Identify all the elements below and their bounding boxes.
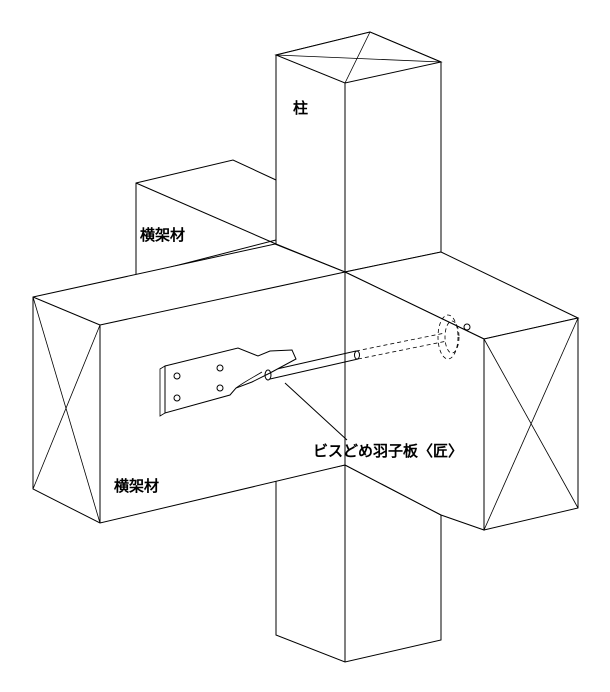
column-upper — [274, 31, 443, 273]
bolt-rod — [267, 314, 471, 380]
beam-lower-label: 横架材 — [114, 477, 159, 495]
hanger-plate — [159, 347, 297, 417]
hardware-label: ビスどめ羽子板〈匠〉 — [313, 442, 463, 460]
beam-upper-label: 横架材 — [140, 226, 185, 244]
column-label: 柱 — [293, 99, 308, 117]
beam-back — [135, 159, 580, 340]
column-lower — [275, 464, 442, 663]
beam-right — [344, 271, 579, 531]
hardware-leader-line — [284, 382, 348, 441]
